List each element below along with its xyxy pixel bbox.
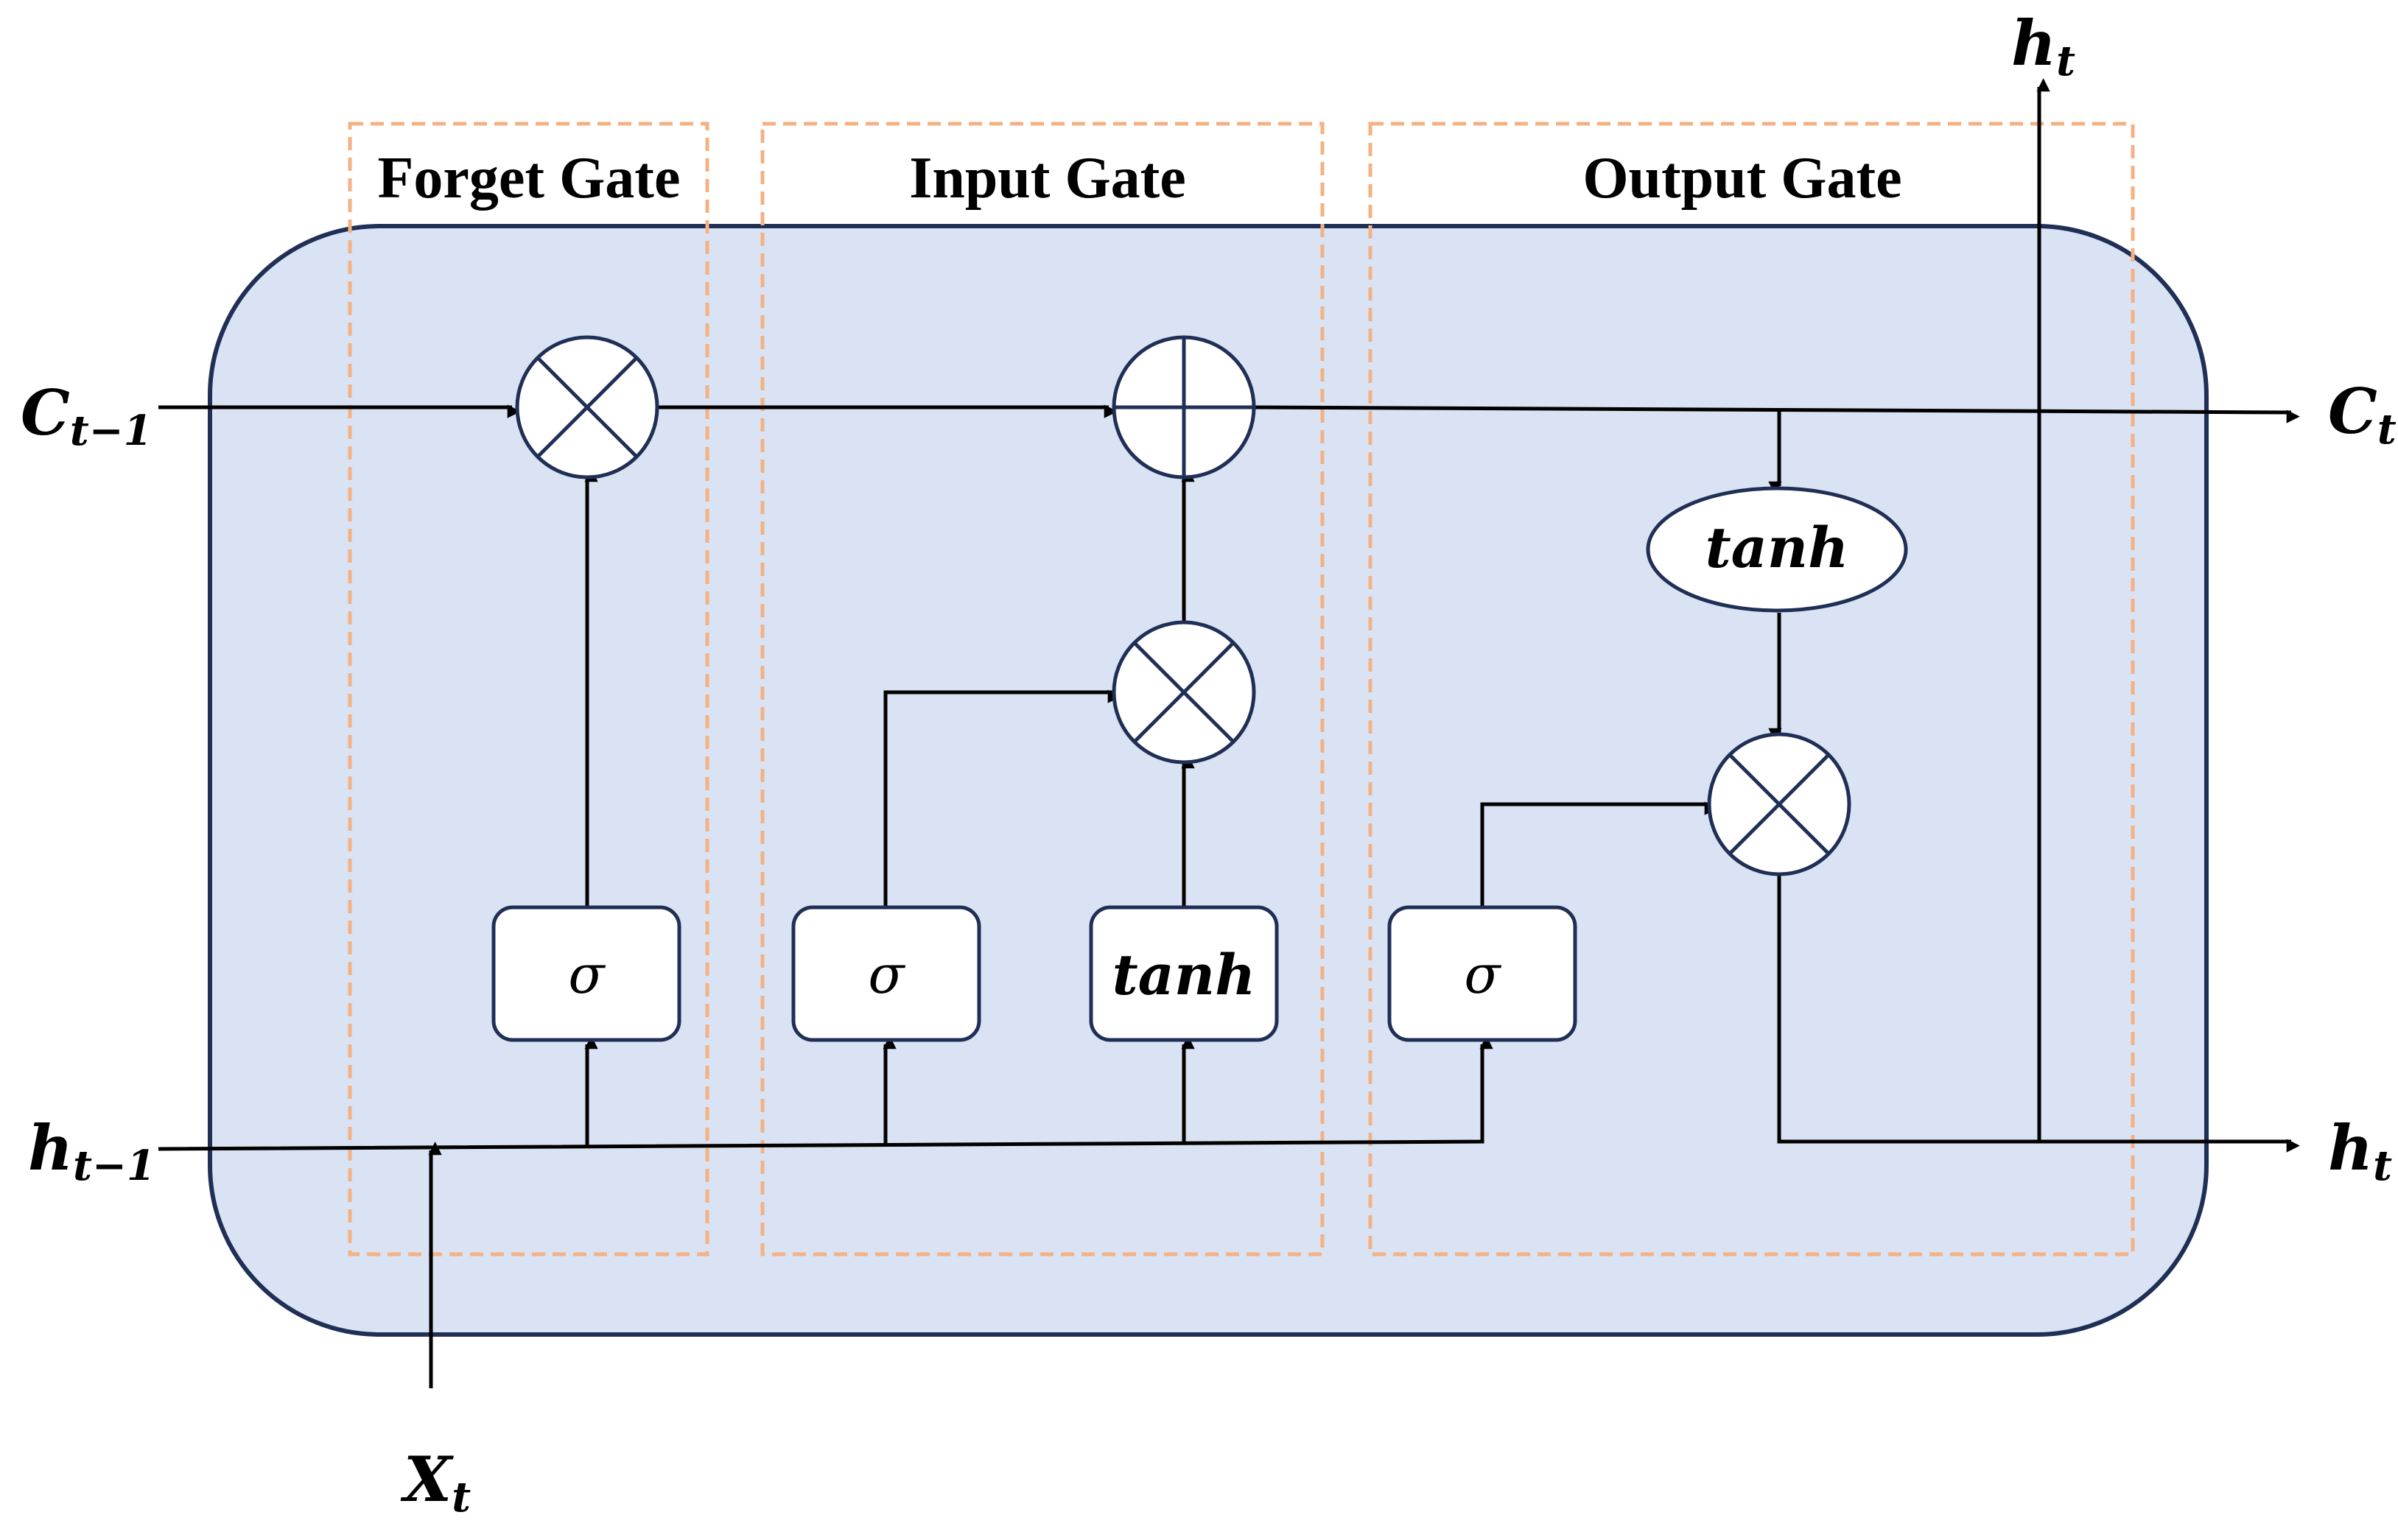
output-sigma-block: σ bbox=[1387, 905, 1577, 1042]
hidden-state-out-wire bbox=[1777, 874, 2300, 1153]
h-out-right-label: ht bbox=[2328, 1111, 2392, 1190]
input-sigma-label: σ bbox=[868, 943, 905, 1005]
h-prev-label: ht−1 bbox=[28, 1111, 155, 1190]
cell-add-node bbox=[1112, 335, 1256, 479]
input-sigma-block: σ bbox=[791, 905, 981, 1042]
input-gate-title: Input Gate bbox=[909, 146, 1186, 211]
input-tanh-label: tanh bbox=[1112, 942, 1256, 1008]
h-out-top-label: ht bbox=[2011, 7, 2075, 85]
input-multiply-node bbox=[1112, 620, 1256, 764]
hidden-state-in-wire bbox=[158, 1036, 1493, 1151]
input-sigma-output-wire bbox=[883, 689, 1121, 907]
output-sigma-output-wire bbox=[1480, 801, 1718, 907]
output-gate-region bbox=[1368, 122, 2135, 1256]
forget-sigma-label: σ bbox=[568, 943, 606, 1005]
input-tanh-block: tanh bbox=[1089, 905, 1279, 1042]
output-gate-title: Output Gate bbox=[1582, 146, 1901, 211]
x-input-label: Xt bbox=[400, 1443, 471, 1522]
forget-gate-title: Forget Gate bbox=[378, 146, 681, 211]
cell-tanh-block: tanh bbox=[1646, 486, 1908, 613]
cell-tanh-label: tanh bbox=[1705, 515, 1849, 580]
forget-sigma-block: σ bbox=[491, 905, 681, 1042]
output-multiply-node bbox=[1707, 732, 1851, 876]
input-gate-region bbox=[760, 122, 1325, 1256]
c-prev-label: Ct−1 bbox=[21, 376, 152, 455]
forget-multiply-node bbox=[515, 335, 659, 479]
output-sigma-label: σ bbox=[1464, 943, 1501, 1005]
c-out-label: Ct bbox=[2328, 375, 2397, 454]
cell-state-out-wire bbox=[1252, 405, 2300, 423]
